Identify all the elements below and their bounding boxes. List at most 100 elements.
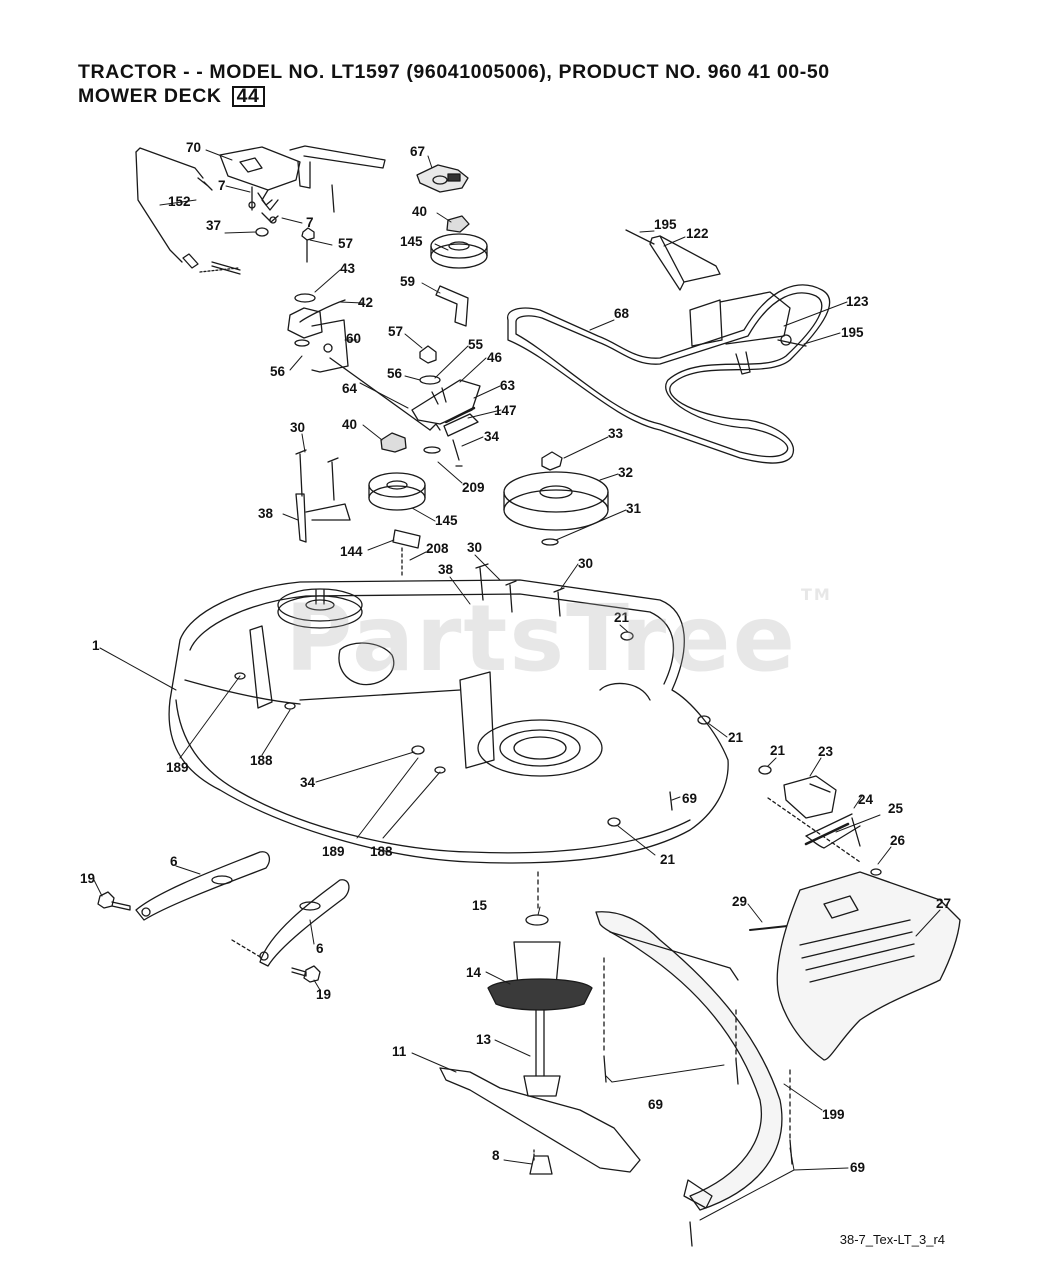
callout-63: 63 [500,378,516,393]
callout-145-upper: 145 [400,234,423,249]
callout-19-left: 19 [80,871,95,886]
callout-56-left: 56 [270,364,286,379]
bolt-19-right [291,965,321,983]
callout-43: 43 [340,261,356,276]
callout-6-left: 6 [170,854,178,869]
blade-spindle-assembly [439,871,641,1175]
section-name: MOWER DECK [78,85,222,107]
callout-34-lower: 34 [300,775,316,790]
callout-55: 55 [468,337,484,352]
callout-68: 68 [614,306,630,321]
callout-13: 13 [476,1032,492,1047]
callout-123: 123 [846,294,869,309]
callout-46: 46 [487,350,503,365]
callout-209: 209 [462,480,485,495]
idler-arm-assembly-left [287,227,441,431]
callout-57-upper: 57 [338,236,353,251]
rear-lift-link-left [135,851,271,921]
watermark-text: PartsTree [285,585,797,692]
front-lift-link-left [295,449,351,543]
callout-188-left: 188 [250,753,273,768]
callout-38-mid: 38 [438,562,454,577]
callout-30-right: 30 [578,556,593,571]
idler-pulley-lower [368,432,426,579]
callout-57-mid: 57 [388,324,403,339]
callout-19-right: 19 [316,987,331,1002]
section-title: MOWER DECK 44 [78,84,978,108]
callout-21-right: 21 [728,730,744,745]
discharge-deflector [749,871,961,1061]
callout-69-lower: 69 [850,1160,865,1175]
callout-labels: 70 67 7 7 152 37 40 145 195 122 57 43 59… [80,140,951,1175]
callout-31: 31 [626,501,642,516]
callout-147: 147 [494,403,517,418]
callout-14: 14 [466,965,482,980]
callout-69-mid: 69 [648,1097,663,1112]
callout-195-right: 195 [841,325,864,340]
deck-size-box: 44 [231,86,265,107]
callout-11: 11 [392,1044,407,1059]
watermark-tm: TM [800,585,832,604]
callout-56-mid: 56 [387,366,403,381]
callout-144: 144 [340,544,363,559]
callout-40-lower: 40 [342,417,357,432]
idler-pulley-upper [430,215,488,327]
callout-6-right: 6 [316,941,324,956]
leader-lines [93,149,941,1221]
callout-189-left: 189 [166,760,189,775]
spindle-pulley [503,451,609,546]
callout-70: 70 [186,140,201,155]
deck-lift-handle-cap [416,164,469,193]
callout-7-lower: 7 [306,215,314,230]
deck-hardware [234,563,793,1247]
callout-23: 23 [818,744,834,759]
deck-spring-bracket [767,775,882,876]
callout-15: 15 [472,898,488,913]
model-title: TRACTOR - - MODEL NO. LT1597 (9604100500… [78,61,830,83]
callout-64: 64 [342,381,358,396]
callout-37: 37 [206,218,221,233]
idler-arm-assembly-right [411,345,481,467]
callout-30-mid: 30 [467,540,482,555]
lift-cable-assembly [135,147,241,275]
cable-bracket [219,145,386,224]
callout-145-lower: 145 [435,513,458,528]
callout-38-left: 38 [258,506,274,521]
diagram-header: TRACTOR - - MODEL NO. LT1597 (9604100500… [78,60,978,108]
callout-67: 67 [410,144,425,159]
callout-33: 33 [608,426,624,441]
callout-21-upper: 21 [614,610,630,625]
callout-26: 26 [890,833,906,848]
callout-1: 1 [92,638,100,653]
callout-199: 199 [822,1107,845,1122]
bolt-19-left [97,891,131,911]
callout-29: 29 [732,894,747,909]
callout-42: 42 [358,295,373,310]
callout-8: 8 [492,1148,500,1163]
rear-lift-link-right [231,879,350,967]
callout-189-mid: 189 [322,844,345,859]
reference-code: 38-7_Tex-LT_3_r4 [839,1232,945,1247]
callout-40-upper: 40 [412,204,427,219]
callout-188-mid: 188 [370,844,393,859]
callout-21-lower: 21 [660,852,676,867]
callout-7-upper: 7 [218,178,226,193]
callout-195-upper: 195 [654,217,677,232]
callout-152: 152 [168,194,191,209]
callout-21-spring: 21 [770,743,786,758]
callout-24: 24 [858,792,874,807]
deck-baffle [595,911,791,1211]
callout-25: 25 [888,801,904,816]
callout-30-left: 30 [290,420,305,435]
callout-60: 60 [346,331,361,346]
belt-guide-assembly [625,229,807,375]
callout-32: 32 [618,465,633,480]
callout-122: 122 [686,226,709,241]
mower-deck-housing [168,579,729,864]
callout-208: 208 [426,541,449,556]
callout-69-upper: 69 [682,791,697,806]
callout-27: 27 [936,896,951,911]
mower-drive-belt [507,284,831,464]
